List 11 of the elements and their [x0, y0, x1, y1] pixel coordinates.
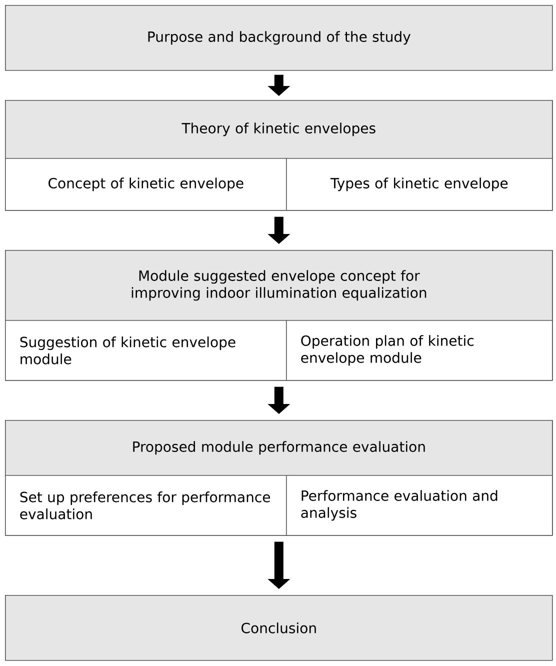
content-cell: Concept of kinetic envelope — [5, 158, 287, 211]
heading-box: Module suggested envelope concept for improving indoor illumination equalization — [5, 250, 553, 321]
content-cell: Set up preferences for performance evaluation — [5, 475, 287, 536]
heading-box: Conclusion — [5, 595, 553, 661]
content-cell: Suggestion of kinetic envelope module — [5, 320, 287, 381]
content-cell: Performance evaluation and analysis — [286, 475, 553, 536]
content-cell: Operation plan of kinetic envelope module — [286, 320, 553, 381]
content-cell: Types of kinetic envelope — [286, 158, 553, 211]
heading-box: Purpose and background of the study — [5, 5, 553, 71]
heading-box: Proposed module performance evaluation — [5, 420, 553, 476]
heading-box: Theory of kinetic envelopes — [5, 100, 553, 159]
